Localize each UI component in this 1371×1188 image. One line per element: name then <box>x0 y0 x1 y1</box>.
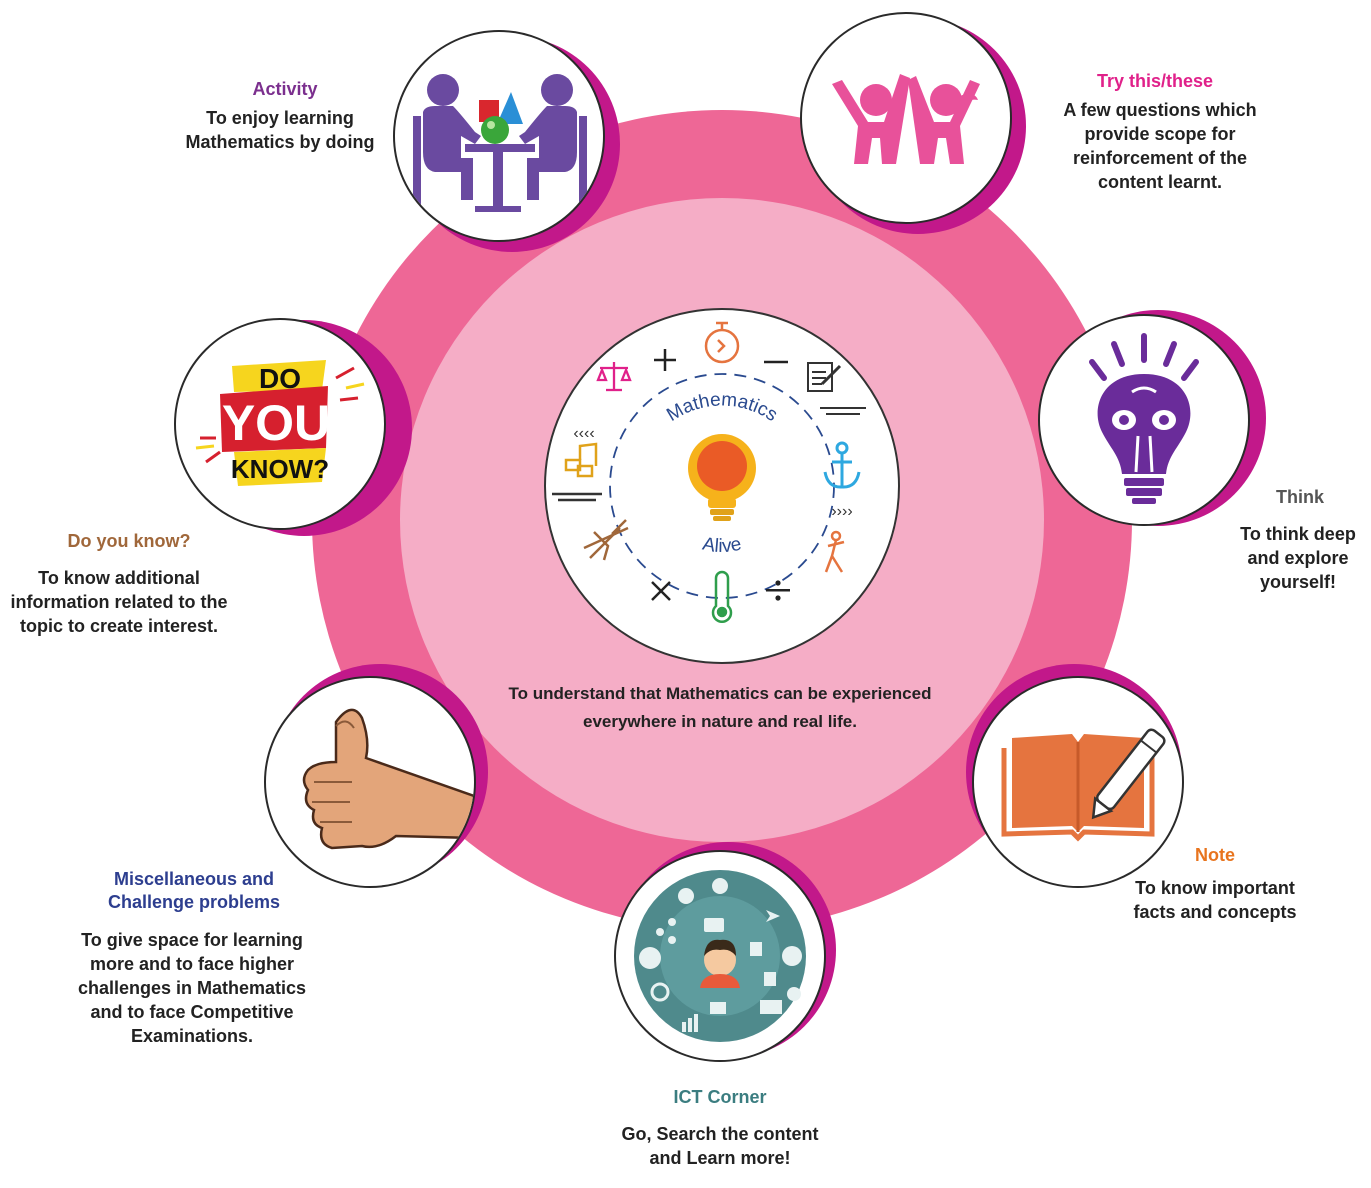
note-title: Note <box>1195 845 1235 865</box>
center-disc: Mathematics Alive <box>544 308 900 664</box>
do-you-know-desc: To know additional information related t… <box>10 568 228 636</box>
ict-node <box>614 850 826 1062</box>
thumbs-up-icon <box>302 708 474 850</box>
lightbulb-brain-icon <box>1089 333 1199 504</box>
note-node <box>972 676 1184 888</box>
ict-desc: Go, Search the content and Learn more! <box>621 1124 819 1168</box>
airplane-icon <box>583 519 629 561</box>
stopwatch-icon <box>704 321 740 364</box>
sign-word-know: KNOW? <box>231 454 329 484</box>
technology-network-icon <box>634 870 806 1042</box>
arrows-right-icon: ›››› <box>831 503 852 520</box>
misc-node <box>264 676 476 888</box>
activity-node <box>393 30 605 242</box>
ict-title: ICT Corner <box>673 1087 767 1107</box>
two-figures-raising-hands-icon <box>832 74 980 164</box>
do-you-know-node: DO YOU KNOW? <box>174 318 386 530</box>
open-book-pen-icon <box>1001 728 1166 842</box>
sign-word-do: DO <box>259 363 301 394</box>
think-desc: To think deep and explore yourself! <box>1240 524 1356 592</box>
try-this-node <box>800 12 1012 224</box>
thermometer-icon <box>711 570 733 623</box>
notepad-icon <box>807 362 866 415</box>
think-node <box>1038 314 1250 526</box>
do-you-know-sign-icon: DO YOU KNOW? <box>195 360 365 486</box>
scales-icon <box>596 362 632 392</box>
think-title: Think <box>1276 487 1324 507</box>
misc-desc: To give space for learning more and to f… <box>77 930 307 1046</box>
try-this-title: Try this/these <box>1096 71 1214 91</box>
arc-top-text: Mathematics <box>663 389 781 426</box>
arrows-left-icon: ‹‹‹‹ <box>573 425 594 442</box>
gymnast-icon <box>824 530 845 573</box>
center-caption: To understand that Mathematics can be ex… <box>508 684 932 731</box>
activity-desc: To enjoy learning Mathematics by doing <box>185 108 375 152</box>
activity-title: Activity <box>252 79 318 99</box>
anchor-icon <box>823 441 861 489</box>
plus-icon <box>654 349 676 371</box>
sign-word-you: YOU <box>222 395 330 451</box>
divide-icon <box>766 580 790 601</box>
try-this-desc: A few questions which provide scope for … <box>1063 100 1257 192</box>
music-notes-icon <box>552 442 602 502</box>
note-desc: To know important facts and concepts <box>1133 878 1297 922</box>
do-you-know-title: Do you know? <box>67 531 191 551</box>
two-people-table-icon <box>413 74 587 212</box>
multiply-icon <box>651 581 671 601</box>
arc-bottom-text: Alive <box>701 534 744 558</box>
misc-title: Miscellaneous and Challenge problems <box>107 869 281 912</box>
lightbulb-icon <box>688 434 756 521</box>
